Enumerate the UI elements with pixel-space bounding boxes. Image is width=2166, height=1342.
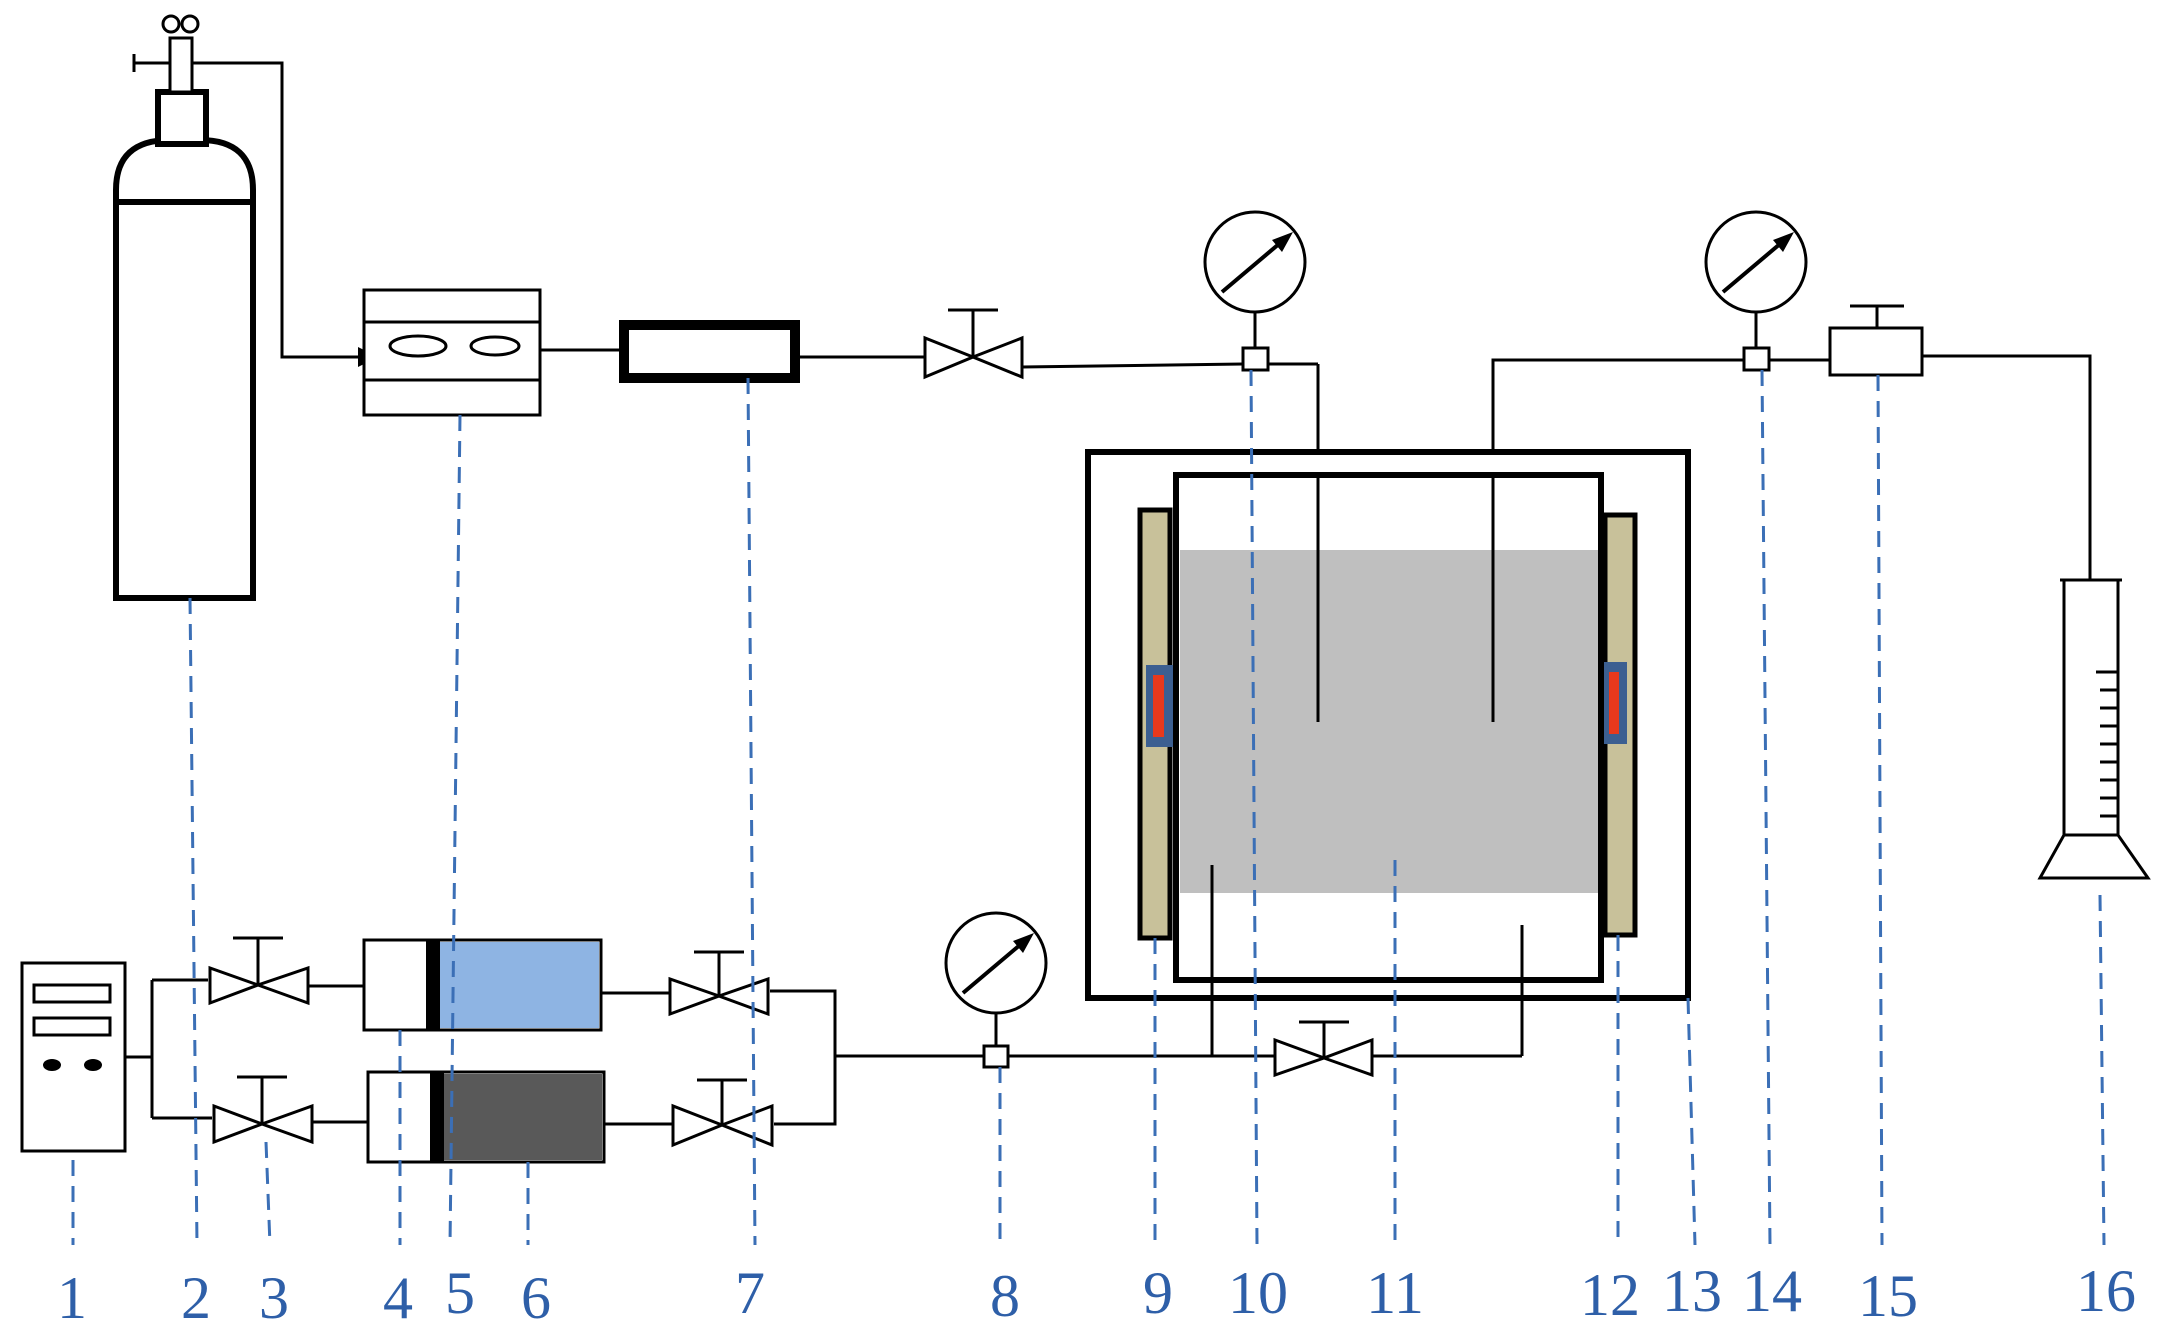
- leader-5: [448, 414, 462, 1246]
- label-13: 13: [1662, 1258, 1722, 1324]
- label-2: 2: [181, 1265, 211, 1331]
- valve-3-upper: [208, 936, 310, 1006]
- label-15: 15: [1858, 1263, 1918, 1329]
- leader-3: [264, 1141, 272, 1246]
- valve-bottom-bypass: [1273, 1020, 1374, 1078]
- component-labels: 1 2 3 4 5 6 7 8 9 10 11 12 13 14 15 16: [57, 1258, 2136, 1331]
- piston-upper: [426, 940, 440, 1030]
- gas-flow-meter: [362, 288, 542, 417]
- label-7: 7: [735, 1260, 765, 1326]
- graduated-cylinder: [2037, 578, 2151, 880]
- leader-lines: [71, 369, 2106, 1246]
- valve-top-inlet: [923, 308, 1024, 380]
- label-6: 6: [521, 1265, 551, 1331]
- piston-vessel-oil: [366, 1070, 606, 1164]
- label-16: 16: [2076, 1258, 2136, 1324]
- cylinder-valve-knob-left: [161, 14, 181, 34]
- leader-16: [2098, 894, 2106, 1246]
- label-14: 14: [1742, 1258, 1802, 1324]
- piston-vessel-water: [362, 938, 603, 1032]
- valve-7-lower: [671, 1078, 774, 1148]
- leader-10: [1249, 369, 1259, 1246]
- label-5: 5: [445, 1260, 475, 1326]
- controller-box: [20, 961, 127, 1153]
- label-9: 9: [1143, 1260, 1173, 1326]
- label-12: 12: [1580, 1262, 1640, 1328]
- label-3: 3: [259, 1265, 289, 1331]
- label-4: 4: [383, 1265, 413, 1331]
- label-8: 8: [990, 1263, 1020, 1329]
- label-10: 10: [1228, 1260, 1288, 1326]
- leader-15: [1876, 374, 1884, 1246]
- sand-layer: [1180, 550, 1598, 893]
- pressure-gauge-14: [1704, 210, 1808, 372]
- pressure-gauge-8: [944, 911, 1048, 1069]
- back-pressure-valve: [1828, 304, 1924, 377]
- oil-fluid: [440, 1074, 602, 1160]
- piston-lower: [430, 1072, 444, 1162]
- water-fluid: [436, 942, 599, 1028]
- label-11: 11: [1366, 1260, 1424, 1326]
- heater-right: [1599, 512, 1638, 938]
- leader-2: [188, 597, 199, 1246]
- label-1: 1: [57, 1265, 87, 1331]
- gas-cylinder: [113, 14, 256, 601]
- leader-14: [1760, 369, 1772, 1246]
- heater-left: [1137, 507, 1176, 941]
- sand-pack-model: [1173, 472, 1604, 1056]
- valve-3-lower: [212, 1075, 314, 1145]
- valve-7-upper: [668, 950, 770, 1017]
- leader-13: [1686, 997, 1697, 1246]
- gas-filter: [619, 320, 800, 383]
- pressure-gauge-10: [1203, 210, 1307, 372]
- cylinder-valve-knob-right: [180, 14, 200, 34]
- leader-7: [746, 377, 757, 1246]
